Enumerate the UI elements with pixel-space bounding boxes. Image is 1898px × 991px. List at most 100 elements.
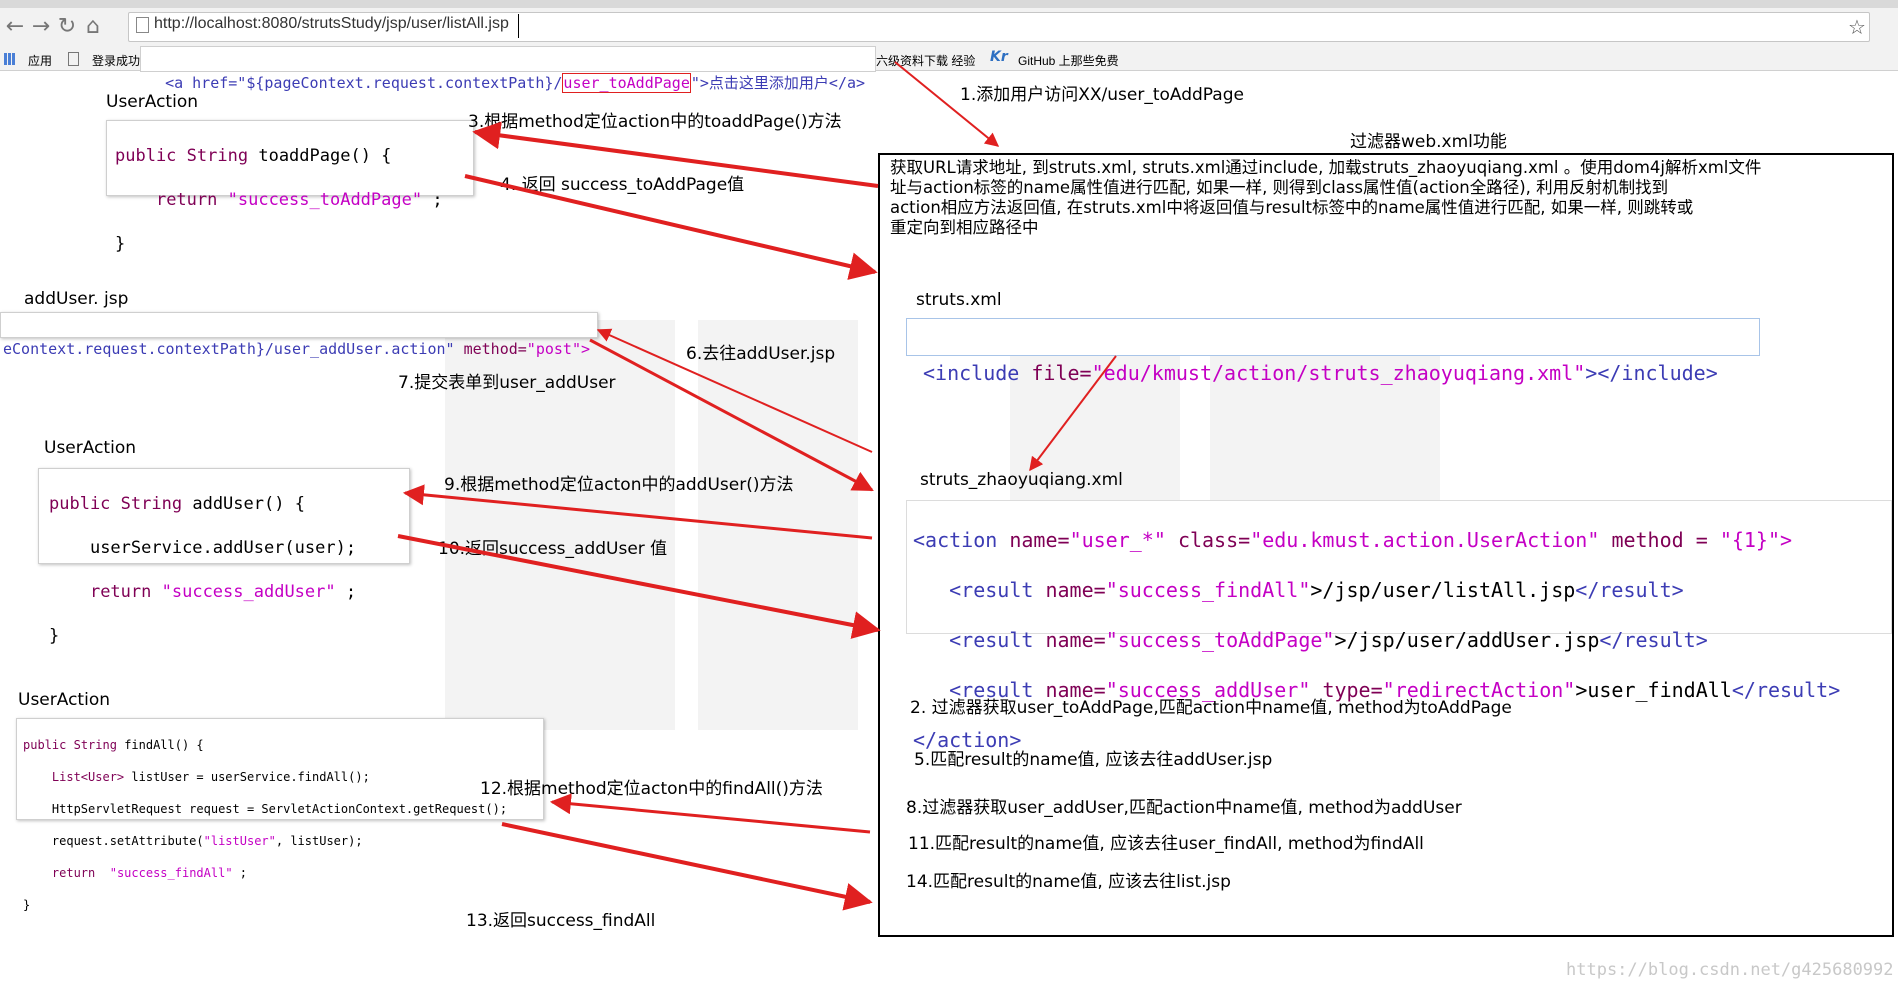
add-user-method-attr: method= (463, 340, 527, 358)
result2-open: <result (949, 628, 1034, 652)
ua3-type: String (73, 738, 117, 752)
ua2-service-call: userService.addUser(user); (89, 538, 357, 558)
ua1-semicolon: ; (432, 190, 443, 210)
user-action-1-title: UserAction (106, 92, 198, 112)
ua2-return-value: "success_addUser" (161, 582, 336, 602)
add-user-form-action: eContext.request.contextPath}/user_addUs… (3, 340, 455, 358)
result1-path: >/jsp/user/listAll.jsp (1310, 578, 1576, 602)
user-action-2-code: public String addUser() { userService.ad… (38, 468, 410, 646)
filter-title: 过滤器web.xml功能 (1350, 132, 1507, 152)
action-code-box: <action name= "user_*" class="edu.kmust.a… (906, 500, 1892, 752)
ua1-return-value: "success_toAddPage" (227, 190, 423, 210)
bookmark-item-cet6[interactable]: 六级资料下载 经验 (876, 54, 976, 68)
ua2-line4: } (49, 626, 60, 646)
ua2-semicolon: ; (345, 582, 357, 602)
arrow-struts-include (1029, 355, 1117, 472)
ua1-type: String (186, 146, 249, 166)
bookmark-apps[interactable]: 应用 (28, 54, 53, 68)
bookmark-item-login[interactable]: 登录成功 (92, 54, 141, 68)
home-icon[interactable]: ⌂ (86, 14, 100, 39)
action-open-tag: <action (913, 528, 998, 552)
ua3-attr-val: , listUser); (275, 834, 363, 848)
action-class-attr: class= (1177, 528, 1251, 552)
action-line: <action name="user_*" class="edu.kmust.a… (913, 528, 1885, 553)
result3-close: </result> (1731, 678, 1841, 702)
ua3-semicolon: ; (239, 866, 248, 880)
ua3-kw-public: public (23, 738, 67, 752)
step-3-label: 3.根据method定位action中的toaddPage()方法 (468, 112, 842, 132)
result3-type-attr: type= (1322, 678, 1383, 702)
back-icon[interactable]: ← (5, 14, 25, 39)
ua3-line5: return "success_findAll" ; (23, 865, 537, 881)
ua3-return: return (51, 866, 96, 880)
page-icon (136, 17, 149, 33)
background-shape-1 (445, 320, 675, 730)
bookmark-item-github[interactable]: GitHub 上那些免费 (1018, 54, 1119, 68)
filter-desc-line-4: 重定向到相应路径中 (890, 218, 1039, 237)
step-5-label: 5.匹配result的name值, 应该去往addUser.jsp (914, 750, 1273, 770)
bookmark-star-icon[interactable]: ☆ (1848, 15, 1866, 39)
document-icon (68, 52, 79, 66)
step-2-label: 2. 过滤器获取user_toAddPage,匹配action中name值, m… (910, 698, 1512, 718)
step-14-label: 14.匹配result的name值, 应该去往list.jsp (906, 872, 1231, 892)
step-11-label: 11.匹配result的name值, 应该去往user_findAll, met… (908, 834, 1424, 854)
ua3-request: HttpServletRequest request = ServletActi… (51, 802, 508, 816)
ua3-method: findAll() { (124, 738, 204, 752)
ua3-attr-key: "listUser" (203, 834, 276, 848)
action-class-value: "edu.kmust.action.UserAction" (1250, 528, 1600, 552)
arrow-13 (501, 822, 873, 911)
filter-desc-line-2: 址与action标签的name属性值进行匹配, 如果一样, 则得到class属性… (890, 178, 1669, 197)
action-name-value: "user_*" (1069, 528, 1166, 552)
text-cursor (518, 14, 519, 38)
step-6-label: 6.去往addUser.jsp (686, 344, 836, 364)
struts-xml-label: struts.xml (916, 290, 1002, 310)
step-13-label: 13.返回success_findAll (466, 911, 656, 931)
filter-desc-line-3: action相应方法返回值, 在struts.xml中将返回值与result标签… (890, 198, 1694, 217)
ua3-line4: request.setAttribute("listUser", listUse… (23, 833, 537, 849)
user-action-3-title: UserAction (18, 690, 110, 710)
apps-grid-icon[interactable] (4, 53, 16, 65)
kr-logo-icon: Kr (990, 49, 1008, 65)
ua2-method: addUser() { (192, 494, 305, 514)
arrow-4 (464, 174, 878, 280)
result1-name-value: "success_findAll" (1105, 578, 1311, 602)
ua3-line3: HttpServletRequest request = ServletActi… (23, 801, 537, 817)
result3-name-value: "success_addUser" (1105, 678, 1311, 702)
ua2-return: return (89, 582, 152, 602)
ua3-line6: } (23, 898, 31, 912)
ua1-return: return (155, 190, 218, 210)
ua2-type: String (120, 494, 183, 514)
background-shape-3 (1010, 330, 1180, 510)
ua2-line2: userService.addUser(user); (49, 537, 399, 559)
arrow-12 (549, 793, 871, 834)
result-line-1: <result name="success_findAll">/jsp/user… (913, 578, 1885, 603)
arrow-6 (596, 328, 873, 453)
user-action-1-code: public String toaddPage() { return "succ… (106, 120, 474, 254)
result2-close: </result> (1599, 628, 1708, 652)
ua1-line2: return "success_toAddPage" ; (115, 189, 465, 211)
address-bar[interactable] (128, 12, 1870, 42)
arrow-1 (894, 61, 1000, 147)
step-1-label: 1.添加用户访问XX/user_toAddPage (960, 85, 1244, 105)
arrow-3 (472, 121, 879, 188)
result3-path: >user_findAll (1575, 678, 1732, 702)
reload-icon[interactable]: ↻ (57, 14, 77, 39)
include-close-tag: ></include> (1585, 361, 1718, 385)
watermark: https://blog.csdn.net/g425680992 (1566, 960, 1894, 980)
ua3-set-attr: request.setAttribute( (51, 834, 204, 848)
user-action-2-title: UserAction (44, 438, 136, 458)
result1-open: <result (949, 578, 1034, 602)
add-user-jsp-code: eContext.request.contextPath}/user_addUs… (0, 312, 598, 358)
ua3-return-value: "success_findAll" (109, 866, 233, 880)
result-line-2: <result name="success_toAddPage">/jsp/us… (913, 628, 1885, 653)
arrow-9 (402, 484, 873, 540)
result3-type-value: "redirectAction" (1382, 678, 1576, 702)
include-open-tag: <include (923, 361, 1020, 385)
ua2-line3: return "success_addUser" ; (49, 581, 399, 603)
forward-icon[interactable]: → (31, 14, 51, 39)
action-method-attr: method = (1611, 528, 1708, 552)
result3-open: <result (949, 678, 1034, 702)
user-action-3-code: public String findAll() { List<User> lis… (16, 718, 544, 912)
result2-name-attr: name= (1045, 628, 1106, 652)
